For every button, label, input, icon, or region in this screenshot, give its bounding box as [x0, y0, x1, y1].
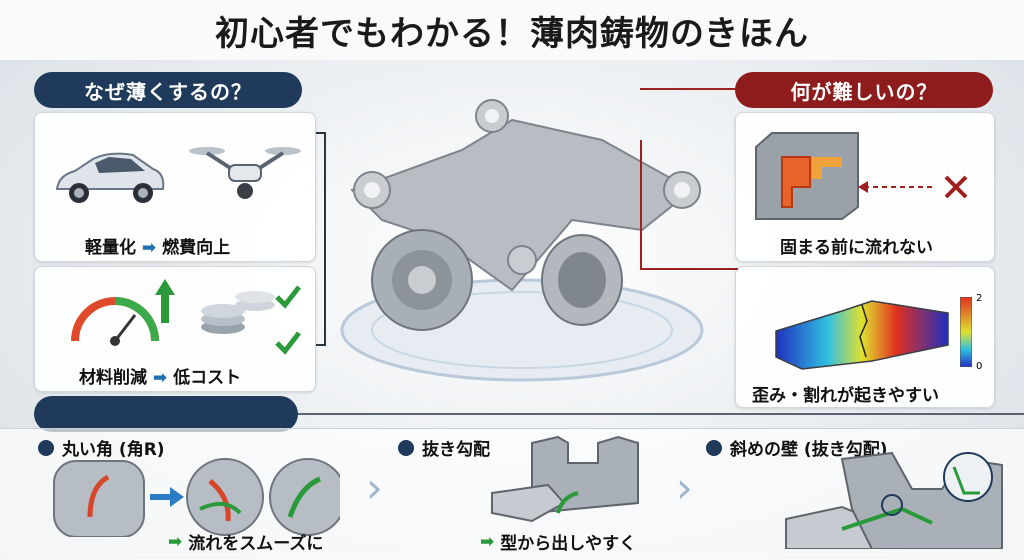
bullet-icon — [38, 439, 54, 456]
car-icon — [55, 152, 165, 203]
colorbar-max-label: 2 — [976, 293, 983, 304]
title-bar: 初心者でもわかる！薄肉鋳物のきほん — [0, 0, 1024, 60]
gauge-icon — [71, 297, 159, 346]
arrow-right-icon: ➡ — [152, 368, 174, 388]
material-caption: 材料削減 ➡ 低コスト — [79, 363, 241, 388]
tip-round-corners-label: 丸い角 (角R) — [62, 440, 165, 460]
why-thin-heading: なぜ薄くするの？ — [34, 72, 302, 108]
thin-casting-part-image — [340, 99, 704, 382]
red-leader-line — [640, 88, 736, 90]
check-icon — [275, 285, 301, 309]
arrow-right-icon: ➡ — [141, 238, 163, 258]
tip-draft-angle-label: 抜き勾配 — [422, 440, 490, 460]
material-reduction-text: 材料削減 — [79, 368, 147, 388]
left-panel-top: 軽量化 ➡ 燃費向上 — [34, 112, 316, 262]
left-bracket — [316, 132, 326, 346]
right-panel-top: 固まる前に流れない — [735, 112, 995, 262]
easy-release-text: 型から出しやすく — [500, 534, 637, 554]
tip-sloped-wall: 斜めの壁 (抜き勾配) — [706, 435, 887, 460]
round-corner-illustration — [53, 458, 340, 537]
right-bracket — [640, 140, 738, 270]
tip-draft-angle: 抜き勾配 — [398, 435, 490, 460]
tip-sloped-wall-label: 斜めの壁 (抜き勾配) — [730, 440, 888, 460]
up-arrow-icon — [155, 279, 175, 323]
stress-simulation-image — [775, 300, 949, 370]
tip2-caption: ➡ 型から出しやすく — [480, 529, 637, 555]
green-arrow-icon: ➡ — [168, 531, 183, 552]
connector-line — [298, 413, 1024, 415]
lightweight-text: 軽量化 — [85, 238, 136, 258]
tip1-caption: ➡ 流れをスムーズに — [168, 529, 324, 555]
right-panel-bottom: 2 0 歪み・割れが起きやすい — [735, 266, 995, 408]
no-flow-caption: 固まる前に流れない — [780, 238, 933, 258]
distortion-caption: 歪み・割れが起きやすい — [752, 386, 939, 406]
coins-icon — [201, 291, 275, 334]
chevron-right-icon: › — [676, 463, 693, 512]
dashed-arrow-icon — [858, 181, 934, 193]
tips-heading — [34, 396, 298, 432]
colorbar-min-label: 0 — [976, 361, 983, 372]
smooth-flow-text: 流れをスムーズに — [188, 534, 324, 554]
left-panel-bottom: 材料削減 ➡ 低コスト — [34, 266, 316, 392]
drone-icon — [189, 147, 301, 199]
chevron-right-icon: › — [366, 463, 383, 512]
mold-flow-icon — [755, 132, 859, 220]
low-cost-text: 低コスト — [173, 368, 242, 388]
what-difficult-heading: 何が難しいの？ — [735, 72, 993, 108]
page-title: 初心者でもわかる！薄肉鋳物のきほん — [215, 13, 809, 54]
cross-icon — [944, 175, 968, 199]
green-arrow-icon: ➡ — [480, 531, 495, 552]
tip-round-corners: 丸い角 (角R) — [38, 435, 165, 460]
fuel-efficiency-text: 燃費向上 — [162, 238, 231, 258]
check-icon — [275, 331, 301, 355]
tips-strip: 丸い角 (角R) ➡ 流れをスムーズに › 抜き勾配 ➡ 型から出しやすく › … — [0, 428, 1024, 560]
sloped-wall-illustration — [785, 451, 1003, 549]
bullet-icon — [398, 439, 414, 456]
bullet-icon — [706, 439, 722, 456]
lightweight-caption: 軽量化 ➡ 燃費向上 — [85, 233, 230, 258]
colorbar — [960, 297, 972, 367]
draft-angle-illustration — [491, 435, 639, 523]
